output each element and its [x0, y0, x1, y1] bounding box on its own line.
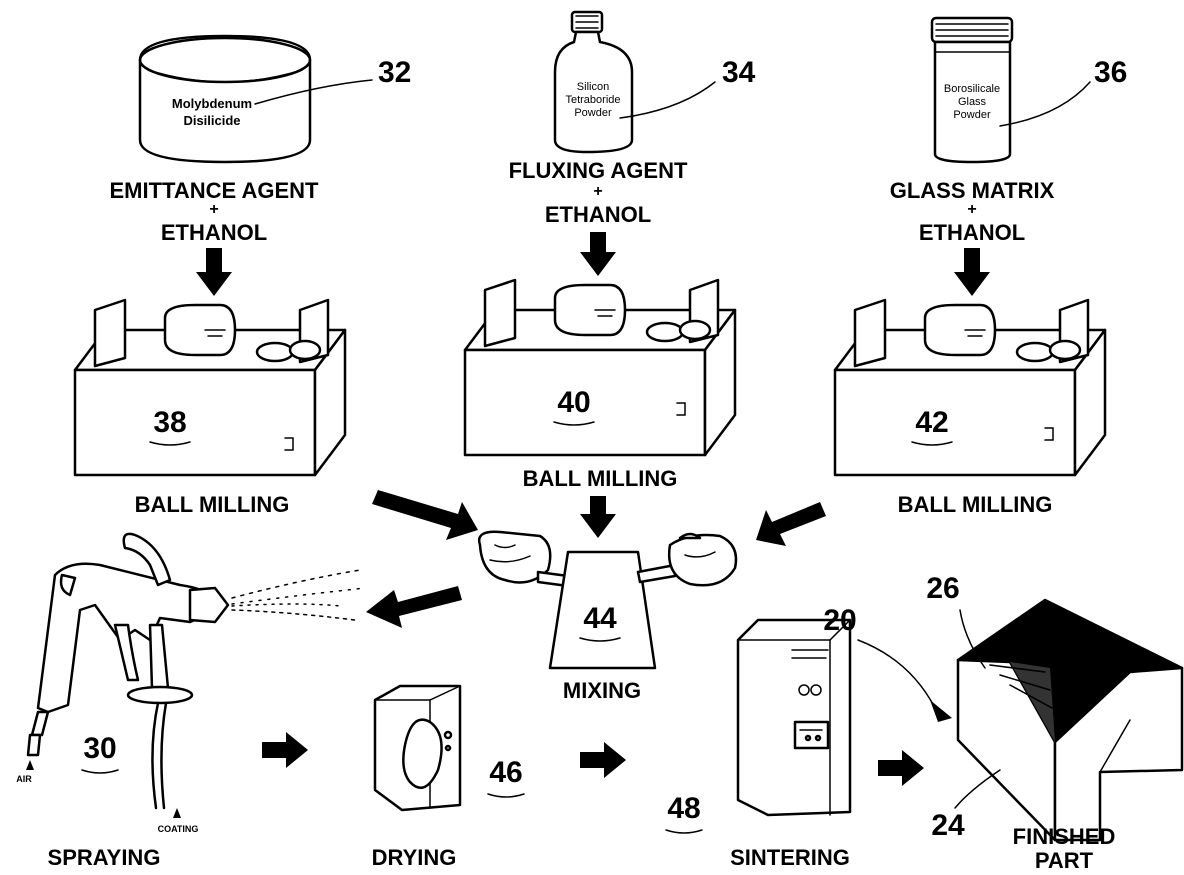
flow-arrow-icon — [756, 502, 826, 546]
ref-24: 24 — [931, 809, 965, 842]
bottle-icon — [553, 10, 634, 154]
ref-30: 30 — [83, 732, 116, 765]
drying-oven-icon — [373, 684, 462, 812]
ref-42-underline — [911, 441, 953, 446]
spraying-caption: SPRAYING — [48, 845, 161, 870]
finished-caption-line2: PART — [1035, 848, 1094, 873]
ball-mill-icon — [73, 298, 347, 477]
flow-arrow-icon — [954, 248, 990, 296]
borosilicate-label-line3: Powder — [953, 109, 991, 121]
ref-44-underline — [579, 637, 621, 642]
glass-line2: ETHANOL — [919, 220, 1025, 245]
fluxing-plus: + — [593, 183, 602, 200]
ref-20: 20 — [823, 604, 856, 637]
ref-48: 48 — [667, 792, 700, 825]
finished-part-icon — [956, 598, 1184, 842]
ref-40: 40 — [557, 386, 590, 419]
leader-line-32 — [254, 79, 373, 105]
flow-arrow-icon — [580, 232, 616, 276]
leader-line-24 — [954, 769, 1001, 809]
flow-arrow-icon — [372, 490, 478, 540]
silicon-label-line2: Tetraboride — [565, 94, 620, 106]
ref-30-underline — [81, 769, 119, 774]
silicon-label-line1: Silicon — [577, 81, 609, 93]
glass-plus: + — [967, 201, 976, 218]
borosilicate-label-line2: Glass — [958, 96, 987, 108]
flow-arrow-icon — [196, 248, 232, 296]
ref-26: 26 — [926, 572, 959, 605]
spray-gun-icon — [26, 532, 366, 810]
silicon-label-line3: Powder — [574, 107, 612, 119]
ref-48-underline — [665, 829, 703, 834]
fluxing-line2: ETHANOL — [545, 202, 651, 227]
ball-mill-icon — [463, 278, 737, 457]
ref-40-underline — [553, 421, 595, 426]
emittance-line1: EMITTANCE AGENT — [110, 178, 320, 203]
ref-38: 38 — [153, 406, 186, 439]
flow-arrow-icon — [580, 496, 616, 538]
fluxing-line1: FLUXING AGENT — [509, 158, 688, 183]
finished-caption-line1: FINISHED — [1013, 824, 1116, 849]
ref-42: 42 — [915, 406, 948, 439]
ref-46-underline — [487, 793, 525, 798]
sintering-furnace-icon — [736, 618, 852, 817]
molybdenum-label-line1: Molybdenum — [172, 96, 252, 111]
leader-line-20 — [857, 639, 936, 709]
ref-32: 32 — [378, 56, 411, 89]
sintering-caption: SINTERING — [730, 845, 850, 870]
molybdenum-label-line2: Disilicide — [183, 113, 240, 128]
flow-arrow-icon — [878, 750, 924, 786]
ref-46: 46 — [489, 756, 522, 789]
leader-line-36 — [999, 81, 1091, 127]
coating-label: COATING — [158, 824, 199, 834]
ref-44: 44 — [583, 602, 617, 635]
ref-36: 36 — [1094, 56, 1127, 89]
mixing-caption: MIXING — [563, 678, 641, 703]
mill-left-caption: BALL MILLING — [135, 492, 290, 517]
mixer-icon — [477, 530, 738, 670]
ref-20-arrow-icon — [930, 700, 952, 722]
flow-arrow-icon — [262, 732, 308, 768]
flow-arrow-icon — [580, 742, 626, 778]
drying-caption: DRYING — [372, 845, 457, 870]
coating-arrow-icon — [173, 808, 181, 818]
jar-icon — [930, 16, 1014, 164]
air-arrow-icon — [26, 760, 34, 770]
ball-mill-icon — [833, 298, 1107, 477]
ref-34: 34 — [722, 56, 756, 89]
can-icon — [138, 34, 312, 164]
borosilicate-label-line1: Borosilicale — [944, 83, 1000, 95]
air-label: AIR — [16, 774, 32, 784]
emittance-plus: + — [209, 201, 218, 218]
mill-center-caption: BALL MILLING — [523, 466, 678, 491]
emittance-line2: ETHANOL — [161, 220, 267, 245]
leader-line-34 — [619, 81, 716, 119]
flow-arrow-icon — [366, 586, 462, 628]
mill-right-caption: BALL MILLING — [898, 492, 1053, 517]
leader-line-26 — [959, 609, 986, 669]
ref-38-underline — [149, 441, 191, 446]
glass-line1: GLASS MATRIX — [890, 178, 1055, 203]
